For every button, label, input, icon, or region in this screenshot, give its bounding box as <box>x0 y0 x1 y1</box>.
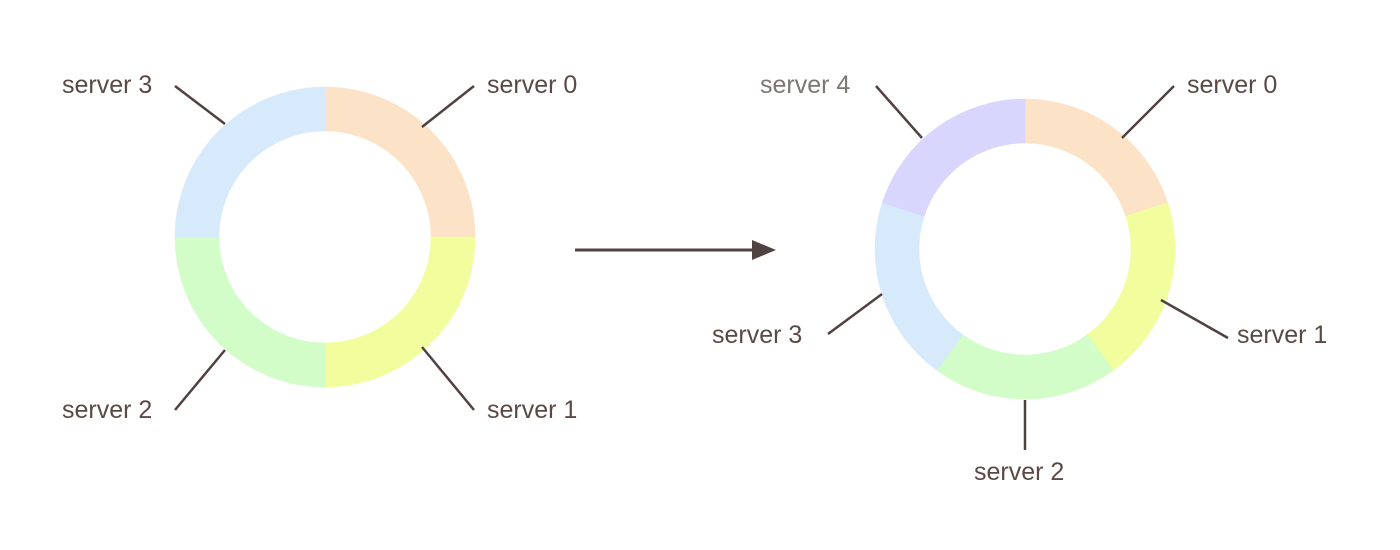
ring-after-segment-server-0 <box>1024 98 1169 217</box>
ring-before-leader-server-2 <box>174 349 226 411</box>
ring-after-leader-server-1 <box>1160 298 1229 340</box>
ring-before-segment-server-2 <box>174 236 326 388</box>
ring-after-segment-server-1 <box>1086 202 1176 371</box>
ring-before-leader-server-3 <box>174 85 226 125</box>
arrow-head <box>752 240 776 260</box>
ring-before-label-server-0: server 0 <box>487 71 577 99</box>
ring-before-label-server-3: server 3 <box>62 71 152 99</box>
ring-before-group <box>174 85 476 411</box>
ring-before-segment-server-1 <box>324 236 476 388</box>
ring-after-label-server-1: server 1 <box>1237 321 1327 349</box>
ring-after-segment-server-4 <box>881 98 1026 217</box>
ring-after-segment-server-2 <box>936 334 1114 400</box>
ring-after-segment-server-3 <box>874 202 964 371</box>
ring-after-leader-server-0 <box>1121 85 1175 139</box>
ring-before-segment-server-3 <box>174 86 326 238</box>
transition-arrow <box>575 240 776 260</box>
ring-before-leader-server-1 <box>421 346 475 411</box>
ring-before-leader-server-0 <box>421 85 475 128</box>
ring-after-label-server-0: server 0 <box>1187 71 1277 99</box>
ring-after-label-server-3: server 3 <box>712 321 802 349</box>
ring-before-label-server-1: server 1 <box>487 396 577 424</box>
ring-after-label-server-2: server 2 <box>974 458 1064 486</box>
ring-after-label-server-4: server 4 <box>760 71 850 99</box>
ring-before-label-server-2: server 2 <box>62 396 152 424</box>
ring-after-leader-server-3 <box>827 292 883 336</box>
ring-after-leader-server-4 <box>875 85 923 139</box>
ring-after-group <box>827 85 1229 450</box>
ring-before-segment-server-0 <box>324 86 476 238</box>
